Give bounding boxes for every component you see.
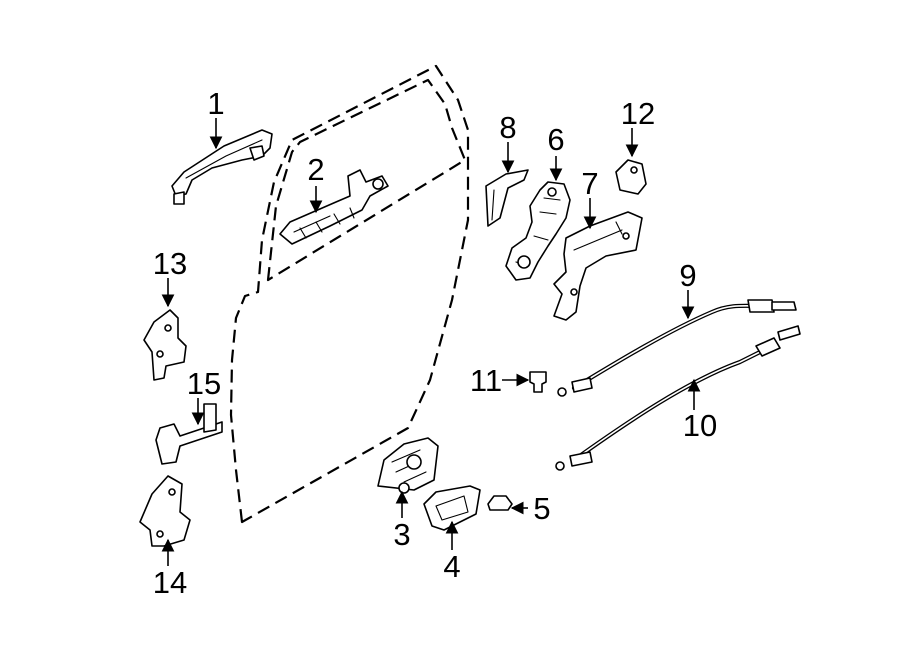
part-12-striker xyxy=(615,159,647,195)
callout-12: 12 xyxy=(621,96,655,131)
part-6-lock-actuator xyxy=(505,181,571,281)
part-2-handle-frame xyxy=(279,169,389,245)
part-7-bracket xyxy=(553,211,643,321)
part-13-upper-hinge xyxy=(143,309,187,381)
callout-11: 11 xyxy=(470,363,502,398)
callout-2: 2 xyxy=(307,152,324,187)
callout-1: 1 xyxy=(207,86,224,121)
part-3-door-latch xyxy=(377,437,439,494)
callout-7: 7 xyxy=(581,166,598,201)
callout-6: 6 xyxy=(547,122,564,157)
part-10-cable xyxy=(555,325,801,471)
part-5-cap xyxy=(487,495,513,511)
callout-9: 9 xyxy=(679,258,696,293)
callout-3: 3 xyxy=(393,517,410,552)
part-9-cable xyxy=(557,299,797,397)
callout-8: 8 xyxy=(499,110,516,145)
part-15-door-check xyxy=(155,403,223,465)
callout-15: 15 xyxy=(187,366,221,401)
callout-5: 5 xyxy=(533,491,550,526)
callout-labels: 1 2 3 4 5 6 7 8 9 10 11 12 13 14 15 xyxy=(153,86,717,600)
part-11-clip xyxy=(529,371,547,393)
part-1-exterior-handle xyxy=(171,129,273,205)
door-outline xyxy=(229,64,470,524)
callout-14: 14 xyxy=(153,565,187,600)
callout-10: 10 xyxy=(683,408,717,443)
callout-4: 4 xyxy=(443,549,460,584)
callout-13: 13 xyxy=(153,246,187,281)
leader-lines xyxy=(161,118,701,566)
part-14-lower-hinge xyxy=(139,475,191,547)
part-8-shield xyxy=(485,169,529,227)
part-4-inside-handle xyxy=(423,485,481,531)
